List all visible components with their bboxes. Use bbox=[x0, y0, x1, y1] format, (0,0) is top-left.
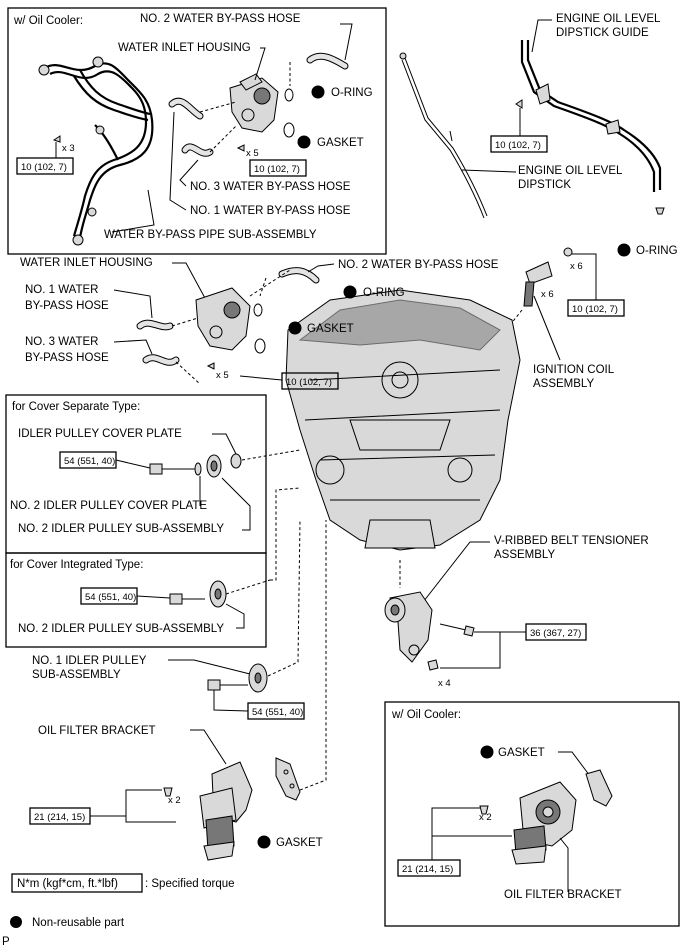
gasket-top-nonreusable-marker bbox=[297, 135, 311, 149]
oil-cooler-bottom-torque: 21 (214, 15) bbox=[402, 864, 453, 875]
ignition-label-1: IGNITION COIL bbox=[533, 364, 615, 376]
main-no3-hose-label-1: NO. 3 WATER bbox=[25, 336, 98, 348]
oil-cooler-top-torque-left: 10 (102, 7) bbox=[21, 162, 67, 173]
oil-filter-gasket-nonreusable-marker bbox=[257, 835, 271, 849]
oil-cooler-top-no2-hose-label: NO. 2 WATER BY-PASS HOSE bbox=[140, 13, 301, 25]
water-bypass-pipe-illustration bbox=[38, 56, 154, 246]
main-inlet-housing-label: WATER INLET HOUSING bbox=[20, 257, 153, 269]
oil-cooler-top-pipe-label: WATER BY-PASS PIPE SUB-ASSEMBLY bbox=[104, 229, 317, 241]
torque-legend-text: : Specified torque bbox=[145, 878, 235, 890]
dipstick-guide-illustration bbox=[520, 40, 662, 192]
cover-separate-cover-plate: IDLER PULLEY COVER PLATE bbox=[18, 428, 182, 440]
oil-filter-gasket-illustration bbox=[275, 757, 301, 801]
torque-legend-box bbox=[11, 873, 143, 893]
dipstick-label-1: ENGINE OIL LEVEL bbox=[518, 165, 623, 177]
main-no1-hose-label-1: NO. 1 WATER bbox=[25, 284, 98, 296]
oil-cooler-bottom-gasket-label: GASKET bbox=[498, 747, 545, 759]
oil-cooler-top-title: w/ Oil Cooler: bbox=[13, 15, 83, 27]
main-torque: 10 (102, 7) bbox=[286, 377, 332, 388]
main-water-inlet-housing-illustration bbox=[195, 287, 251, 351]
main-no2-hose-illustration bbox=[278, 267, 320, 284]
water-inlet-housing-top-illustration bbox=[229, 73, 279, 133]
dipstick-guide-label-1: ENGINE OIL LEVEL bbox=[556, 13, 661, 25]
oil-cooler-bottom-bracket-label: OIL FILTER BRACKET bbox=[504, 889, 622, 901]
oil-filter-bracket-label: OIL FILTER BRACKET bbox=[38, 725, 156, 737]
engine-block-illustration bbox=[285, 289, 521, 551]
dipstick-label-2: DIPSTICK bbox=[518, 179, 571, 191]
oil-cooler-top-x3: x 3 bbox=[62, 143, 75, 154]
oil-cooler-bottom-gasket-nonreusable-marker bbox=[480, 745, 494, 759]
page-letter: P bbox=[2, 936, 10, 948]
oil-cooler-top-gasket-label: GASKET bbox=[317, 137, 364, 149]
ignition-label-2: ASSEMBLY bbox=[533, 378, 594, 390]
dipstick-illustration bbox=[399, 52, 488, 219]
oil-cooler-bottom-title: w/ Oil Cooler: bbox=[391, 709, 461, 721]
tensioner-label-2: ASSEMBLY bbox=[494, 549, 555, 561]
dipstick-guide-torque: 10 (102, 7) bbox=[495, 140, 541, 151]
oil-cooler-bottom-x2: x 2 bbox=[479, 812, 492, 823]
oil-cooler-top-inlet-housing-label: WATER INLET HOUSING bbox=[118, 42, 251, 54]
oil-cooler-bottom-bracket-illustration bbox=[511, 781, 577, 865]
no2-hose-top-illustration bbox=[306, 52, 349, 70]
idler-label-2: SUB-ASSEMBLY bbox=[32, 669, 121, 681]
main-no2-hose-label: NO. 2 WATER BY-PASS HOSE bbox=[338, 259, 499, 271]
oil-cooler-bottom-box bbox=[384, 701, 680, 927]
oil-cooler-top-no3-hose-label: NO. 3 WATER BY-PASS HOSE bbox=[190, 181, 351, 193]
cover-integrated-title: for Cover Integrated Type: bbox=[10, 559, 143, 571]
main-gasket-label: GASKET bbox=[307, 323, 354, 335]
main-no1-no3-hoses-illustration bbox=[136, 319, 180, 366]
cover-integrated-no2-pulley: NO. 2 IDLER PULLEY SUB-ASSEMBLY bbox=[18, 623, 224, 635]
cover-integrated-box bbox=[5, 552, 267, 648]
oil-filter-bracket-illustration bbox=[199, 761, 253, 861]
oil-cooler-top-x5: x 5 bbox=[246, 148, 259, 159]
tensioner-x4: x 4 bbox=[438, 678, 451, 689]
main-oring-label: O-RING bbox=[363, 287, 405, 299]
ignition-coil-illustration bbox=[523, 247, 573, 307]
no1-no3-hoses-top-illustration bbox=[168, 97, 214, 157]
oil-filter-x2: x 2 bbox=[168, 795, 181, 806]
oil-cooler-top-box bbox=[7, 7, 387, 255]
nonreusable-legend-text: Non-reusable part bbox=[32, 917, 125, 929]
oil-cooler-top-torque-right: 10 (102, 7) bbox=[254, 164, 300, 175]
oil-cooler-bottom-gasket-illustration bbox=[585, 769, 613, 807]
cover-separate-title: for Cover Separate Type: bbox=[12, 401, 140, 413]
oil-filter-gasket-label: GASKET bbox=[276, 837, 323, 849]
no1-idler-pulley-illustration bbox=[207, 663, 268, 693]
cover-integrated-parts-illustration bbox=[169, 580, 227, 608]
dipstick-guide-label-2: DIPSTICK GUIDE bbox=[556, 27, 649, 39]
main-oring-nonreusable-marker bbox=[343, 285, 357, 299]
main-x5: x 5 bbox=[216, 370, 229, 381]
cover-separate-torque: 54 (551, 40) bbox=[64, 456, 115, 467]
oil-cooler-top-no1-hose-label: NO. 1 WATER BY-PASS HOSE bbox=[190, 205, 351, 217]
cover-separate-no2-pulley: NO. 2 IDLER PULLEY SUB-ASSEMBLY bbox=[18, 523, 224, 535]
idler-label-1: NO. 1 IDLER PULLEY bbox=[32, 655, 147, 667]
cover-integrated-torque: 54 (551, 40) bbox=[85, 592, 136, 603]
dipstick-oring-label: O-RING bbox=[636, 245, 678, 257]
main-gasket-nonreusable-marker bbox=[288, 321, 302, 335]
main-no3-hose-label-2: BY-PASS HOSE bbox=[25, 352, 109, 364]
idler-torque: 54 (551, 40) bbox=[252, 707, 303, 718]
torque-legend-box-text: N*m (kgf*cm, ft.*lbf) bbox=[17, 878, 118, 890]
tensioner-torque: 36 (367, 27) bbox=[530, 628, 581, 639]
ignition-x6b: x 6 bbox=[541, 289, 554, 300]
main-no1-hose-label-2: BY-PASS HOSE bbox=[25, 300, 109, 312]
tensioner-label-1: V-RIBBED BELT TENSIONER bbox=[494, 535, 649, 547]
oil-filter-torque: 21 (214, 15) bbox=[34, 812, 85, 823]
cover-separate-parts-illustration bbox=[149, 453, 242, 478]
nonreusable-legend-marker bbox=[10, 916, 22, 928]
cover-separate-no2-plate: NO. 2 IDLER PULLEY COVER PLATE bbox=[10, 500, 207, 512]
ignition-torque: 10 (102, 7) bbox=[572, 304, 618, 315]
tensioner-illustration bbox=[384, 591, 475, 671]
ignition-x6a: x 6 bbox=[570, 261, 583, 272]
dipstick-oring-nonreusable-marker bbox=[617, 243, 631, 257]
oil-cooler-top-oring-label: O-RING bbox=[331, 87, 373, 99]
oring-top-nonreusable-marker bbox=[311, 85, 325, 99]
